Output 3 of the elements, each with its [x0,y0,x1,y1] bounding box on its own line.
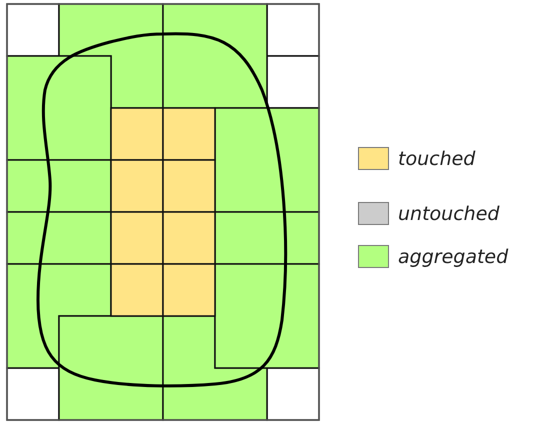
legend-label: untouched [398,202,500,224]
legend-label: aggregated [398,246,508,268]
legend-label: touched [398,148,476,170]
